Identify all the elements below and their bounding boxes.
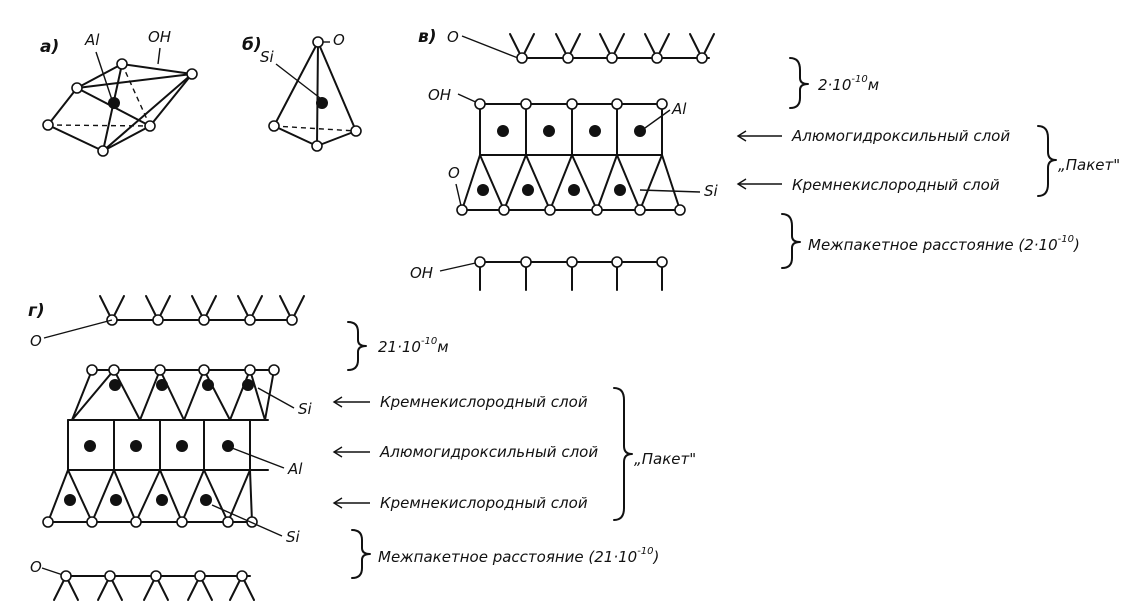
v-octahedral-row <box>474 98 668 156</box>
label-si-b: Si <box>260 48 275 66</box>
brace-v-interpackage <box>781 213 801 269</box>
label-al-v: Al <box>671 100 687 118</box>
layer1-v: Алюмогидроксильный слой <box>791 127 1010 145</box>
brace-g-interpackage <box>351 529 371 579</box>
layer2-g: Алюмогидроксильный слой <box>379 443 598 461</box>
label-oh-v-bottom: OH <box>410 264 433 282</box>
panel-v-letter: в) <box>418 27 437 47</box>
panel-a-octahedron: а) Al OH <box>40 28 198 157</box>
dist-g-top: 21·10-10м <box>378 336 449 356</box>
label-si-g-bottom: Si <box>286 528 301 546</box>
dist-v-top: 2·10-10м <box>818 74 879 94</box>
v-tetrahedral-row <box>456 154 686 216</box>
package-v: „Пакет" <box>1058 156 1120 174</box>
label-si-v: Si <box>704 182 719 200</box>
brace-g-top <box>347 321 367 371</box>
label-si-g-top: Si <box>298 400 313 418</box>
panel-a-letter: а) <box>40 37 59 57</box>
layer2-v: Кремнекислородный слой <box>792 176 1000 194</box>
label-al-g: Al <box>287 460 303 478</box>
layer1-g: Кремнекислородный слой <box>380 393 588 411</box>
top-v-row <box>509 33 715 64</box>
label-al-a: Al <box>84 31 100 49</box>
label-o-v-top: O <box>447 28 459 46</box>
g-octahedral-row <box>67 419 269 471</box>
panel-g-letter: г) <box>28 301 45 321</box>
label-oh-a: OH <box>148 28 171 46</box>
label-o-g-bottom: O <box>30 558 42 576</box>
g-upper-tetra-row <box>67 364 280 421</box>
layer3-g: Кремнекислородный слой <box>380 494 588 512</box>
panel-v-kaolinite: в) O OH <box>410 27 1120 291</box>
package-g: „Пакет" <box>634 450 696 468</box>
g-top-v-row <box>99 295 305 326</box>
interpackage-v: Межпакетное расстояние (2·10-10) <box>808 234 1080 254</box>
v-bottom-oh-row <box>474 256 668 291</box>
panel-b-tetrahedron: б) Si O <box>242 31 362 152</box>
label-o-g-top: O <box>30 332 42 350</box>
brace-g-package <box>613 387 633 521</box>
g-bottom-row <box>53 570 255 601</box>
label-o-v-left: O <box>448 164 460 182</box>
brace-v-package <box>1037 125 1057 197</box>
label-o-b: O <box>333 31 345 49</box>
panel-b-letter: б) <box>242 35 262 55</box>
interpackage-g: Межпакетное расстояние (21·10-10) <box>378 546 659 566</box>
label-oh-v: OH <box>428 86 451 104</box>
g-lower-tetra-row <box>42 469 258 528</box>
brace-v-top <box>789 57 809 109</box>
panel-g-montmorillonite: г) O <box>28 295 696 601</box>
